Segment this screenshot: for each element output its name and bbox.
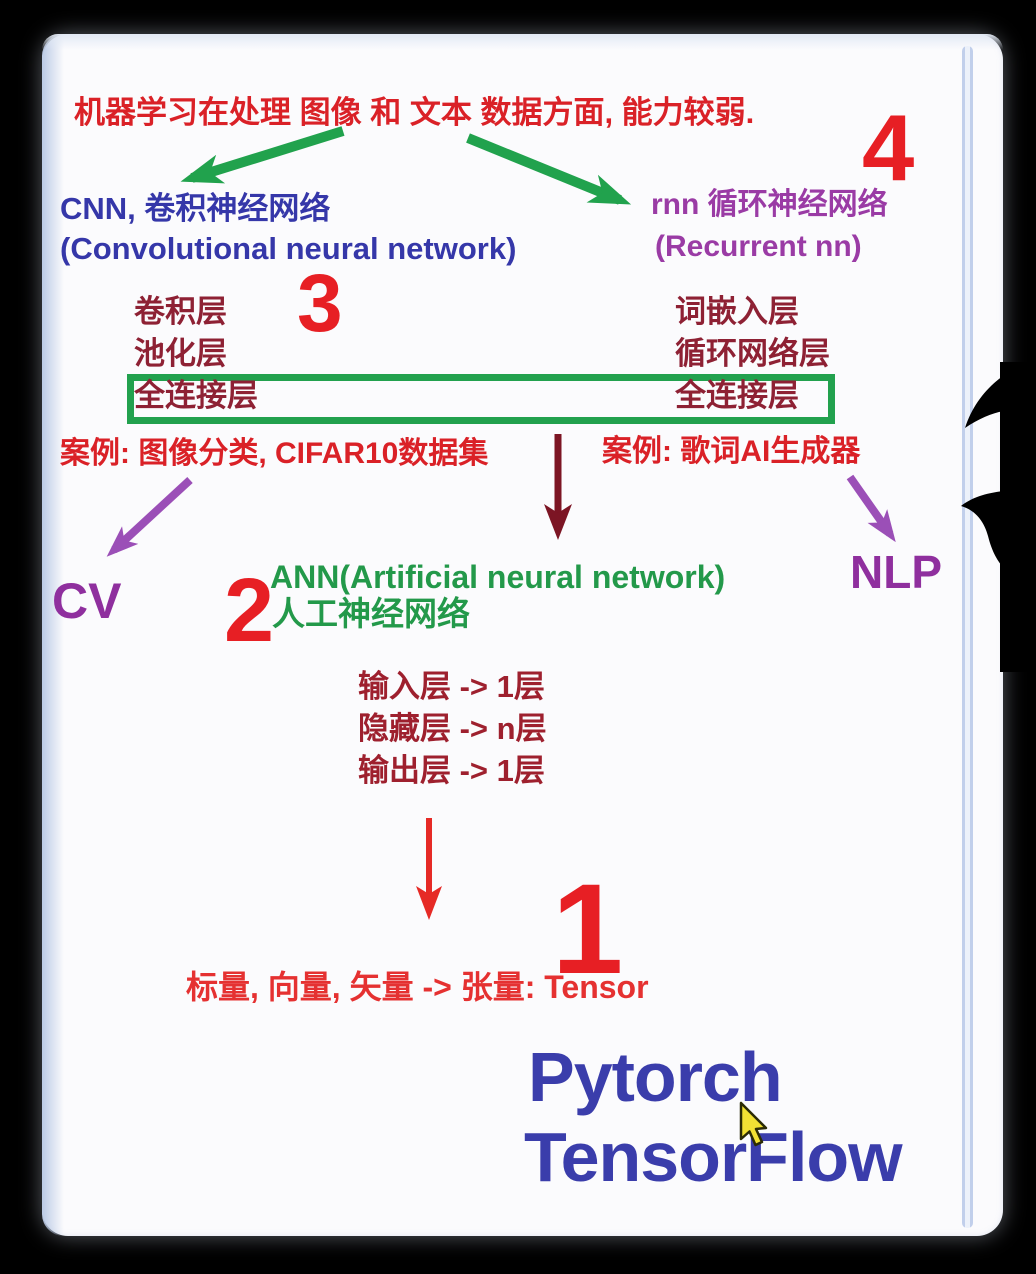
cnn-case-label: 案例: 图像分类, CIFAR10数据集 (60, 437, 489, 470)
rnn-layer-recurrent: 循环网络层 (675, 336, 830, 371)
rnn-layer-list: 词嵌入层 循环网络层 全连接层 (675, 291, 830, 417)
tensor-note: 标量, 向量, 矢量 -> 张量: Tensor (186, 969, 649, 1005)
whiteboard-page (42, 34, 1003, 1236)
rnn-layer-fc: 全连接层 (675, 378, 799, 413)
page-top-shadow (42, 34, 1003, 50)
cnn-layer-conv: 卷积层 (134, 294, 227, 329)
ann-subtitle: 人工神经网络 (272, 595, 470, 632)
ann-output-layer-line: 输出层 -> 1层 (358, 753, 545, 788)
ann-title: ANN(Artificial neural network) (270, 559, 726, 595)
page-left-shadow (42, 34, 64, 1236)
ann-hidden-layer-line: 隐藏层 -> n层 (358, 711, 547, 746)
rnn-layer-embedding: 词嵌入层 (675, 294, 799, 329)
cnn-layer-pool: 池化层 (134, 336, 227, 371)
rnn-subtitle: (Recurrent nn) (655, 230, 862, 263)
ann-input-layer-line: 输入层 -> 1层 (358, 669, 545, 704)
cnn-layer-list: 卷积层 池化层 全连接层 (134, 291, 258, 417)
cnn-layer-fc: 全连接层 (134, 378, 258, 413)
top-note: 机器学习在处理 图像 和 文本 数据方面, 能力较弱. (74, 95, 755, 130)
step-numeral-4: 4 (862, 95, 915, 200)
cnn-subtitle: (Convolutional neural network) (60, 231, 517, 266)
step-numeral-2: 2 (224, 561, 275, 661)
ann-structure-list: 输入层 -> 1层 隐藏层 -> n层 输出层 -> 1层 (358, 666, 547, 792)
framework-tensorflow-label: TensorFlow (524, 1118, 903, 1196)
step-numeral-3: 3 (297, 258, 343, 349)
step-numeral-1: 1 (552, 858, 624, 1001)
framework-pytorch-label: Pytorch (528, 1038, 783, 1116)
cnn-title: CNN, 卷积神经网络 (60, 191, 331, 226)
nlp-field-label: NLP (850, 546, 942, 598)
fully-connected-highlight-box (127, 374, 835, 424)
canvas-right-border (962, 46, 973, 1228)
rnn-title: rnn 循环神经网络 (651, 188, 888, 221)
cv-field-label: CV (52, 573, 122, 629)
rnn-case-label: 案例: 歌词AI生成器 (602, 435, 861, 468)
